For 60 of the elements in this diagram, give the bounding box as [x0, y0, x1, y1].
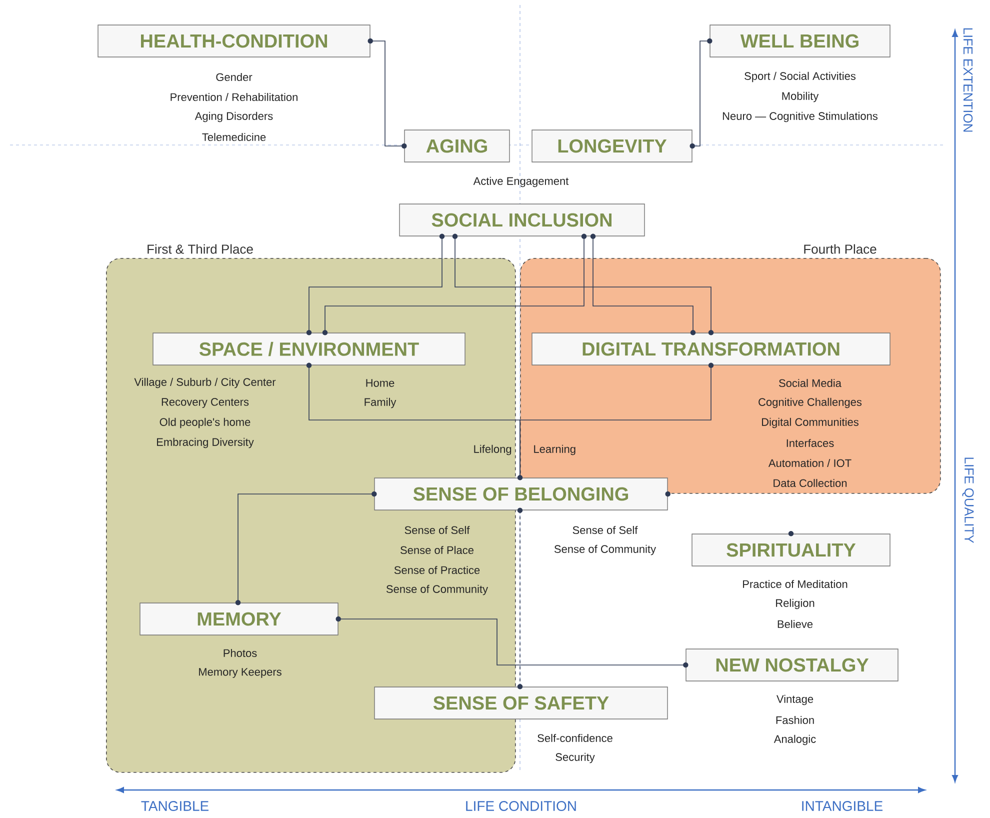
title-box: AGING — [402, 130, 510, 162]
title-box: SPIRITUALITY — [692, 531, 890, 566]
title-box: MEMORY — [140, 600, 341, 636]
list-item: Memory Keepers — [199, 668, 282, 678]
list-item: Vintage — [776, 694, 814, 706]
region-heading: Fourth Place — [802, 243, 878, 255]
axis-label: LIFE QUALITY — [962, 458, 974, 544]
list-item: Sport / Social Activities — [744, 72, 856, 82]
list-item: Social Media — [779, 378, 842, 388]
list-item: Sense of Self — [404, 526, 470, 534]
list-item: Mobility — [782, 92, 819, 102]
title-box: LONGEVITY — [532, 130, 695, 162]
list-item: Security — [556, 752, 595, 764]
list-item: Sense of Self — [572, 526, 638, 534]
list-item: Recovery Centers — [162, 398, 249, 408]
list-item: Interfaces — [786, 438, 834, 448]
list-item: Sense of Practice — [394, 566, 480, 574]
axis-label: LIFE EXTENTION — [963, 28, 973, 132]
list-item: Sense of Community — [554, 544, 656, 556]
title-box: WELL BEING — [707, 24, 890, 58]
list-item: Old people's home — [160, 418, 250, 428]
list-item: Digital Communities — [762, 418, 858, 428]
note-text: Learning — [534, 444, 576, 456]
note-text: Lifelong — [474, 444, 512, 456]
list-item: Embracing Diversity — [157, 438, 254, 448]
list-item: Believe — [778, 620, 813, 628]
list-item: Village / Suburb / City Center — [134, 378, 276, 388]
list-item: Aging Disorders — [194, 112, 273, 122]
title-box: DIGITAL TRANSFORMATION — [532, 330, 890, 368]
list-item: Home — [366, 379, 394, 387]
connector-line — [338, 618, 686, 666]
axis-label: LIFE CONDITION — [466, 801, 576, 811]
list-item: Photos — [224, 648, 257, 658]
list-item: Prevention / Rehabilitation — [170, 92, 298, 102]
list-item: Neuro — Cognitive Stimulations — [722, 112, 878, 122]
list-item: Family — [364, 398, 396, 408]
list-item: Sense of Place — [400, 546, 474, 554]
title-box: SENSE OF SAFETY — [374, 684, 668, 720]
connector-line — [692, 40, 710, 146]
list-item: Religion — [776, 598, 814, 610]
list-item: Cognitive Challenges — [758, 398, 862, 408]
list-item: Self-confidence — [538, 734, 612, 742]
list-item: Telemedicine — [202, 132, 266, 142]
axis-label: INTANGIBLE — [802, 801, 882, 811]
list-item: Automation / IOT — [768, 458, 852, 468]
list-item: Gender — [216, 72, 252, 82]
title-box: SENSE OF BELONGING — [372, 475, 670, 513]
list-item: Fashion — [776, 716, 814, 724]
title-box: SOCIAL INCLUSION — [399, 204, 645, 239]
note-text: Active Engagement — [473, 176, 569, 188]
title-box: NEW NOSTALGY — [683, 648, 898, 682]
axis-label: TANGIBLE — [141, 801, 208, 811]
list-item: Sense of Community — [386, 584, 488, 596]
region-heading: First & Third Place — [146, 243, 254, 255]
list-item: Practice of Meditation — [743, 580, 848, 588]
title-box: SPACE / ENVIRONMENT — [152, 330, 466, 368]
title-box: HEALTH-CONDITION — [98, 24, 373, 58]
list-item: Analogic — [774, 734, 816, 746]
list-item: Data Collection — [774, 478, 847, 488]
connector-line — [370, 40, 405, 146]
